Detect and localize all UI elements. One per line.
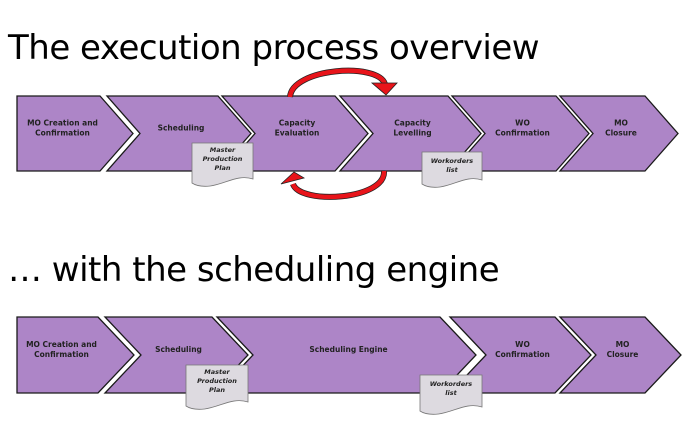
document-label: Workorders bbox=[430, 380, 473, 388]
chevron-shape bbox=[450, 95, 590, 172]
document-label: Production bbox=[203, 155, 243, 163]
section-title-scheduling-engine: … with the scheduling engine bbox=[8, 250, 500, 290]
document-label: Production bbox=[197, 377, 237, 385]
document-label: Master bbox=[210, 146, 236, 154]
step-label: Confirmation bbox=[35, 129, 90, 138]
step-label: Capacity bbox=[279, 119, 316, 128]
step-label: MO Creation and bbox=[27, 119, 98, 128]
document-shape bbox=[419, 374, 483, 415]
step-label: Levelling bbox=[393, 129, 431, 138]
document-label: Master bbox=[204, 368, 230, 376]
section-title-overview: The execution process overview bbox=[8, 28, 540, 68]
step-label: Closure bbox=[607, 350, 639, 359]
step-label: MO bbox=[616, 340, 630, 349]
step-label: Scheduling Engine bbox=[309, 345, 387, 354]
document-label: list bbox=[446, 166, 458, 174]
iteration-loop bbox=[280, 67, 398, 200]
step-label: MO Creation and bbox=[26, 340, 97, 349]
document-label: Workorders bbox=[431, 157, 474, 165]
step-label: Confirmation bbox=[495, 350, 550, 359]
document-shape bbox=[185, 364, 249, 410]
step-label: Confirmation bbox=[495, 129, 550, 138]
chevron-shape bbox=[558, 95, 679, 172]
chevron-shape bbox=[558, 316, 682, 394]
document-label: list bbox=[445, 389, 457, 397]
document-shape bbox=[191, 142, 254, 187]
document-shape bbox=[421, 151, 483, 188]
step-label: WO bbox=[515, 340, 530, 349]
arrowhead-up-icon bbox=[280, 171, 306, 185]
step-label: Capacity bbox=[394, 119, 431, 128]
loop-arrow-bottom bbox=[290, 170, 387, 200]
step-label: Scheduling bbox=[158, 124, 205, 133]
document-label: Plan bbox=[209, 386, 225, 394]
loop-arrow-top bbox=[287, 68, 388, 98]
process-row-1: MO Creation andConfirmationSchedulingCap… bbox=[16, 67, 679, 200]
step-label: Closure bbox=[605, 129, 637, 138]
chevron-shape bbox=[16, 95, 134, 172]
document-label: Plan bbox=[214, 164, 230, 172]
chevron-shape bbox=[16, 316, 135, 394]
arrowhead-down-icon bbox=[370, 82, 398, 96]
step-label: MO bbox=[614, 119, 628, 128]
chevron-shape bbox=[448, 316, 592, 394]
chevron-shape bbox=[220, 95, 369, 172]
step-label: WO bbox=[515, 119, 530, 128]
step-label: Scheduling bbox=[155, 345, 202, 354]
step-label: Confirmation bbox=[34, 350, 89, 359]
step-label: Evaluation bbox=[275, 129, 320, 138]
